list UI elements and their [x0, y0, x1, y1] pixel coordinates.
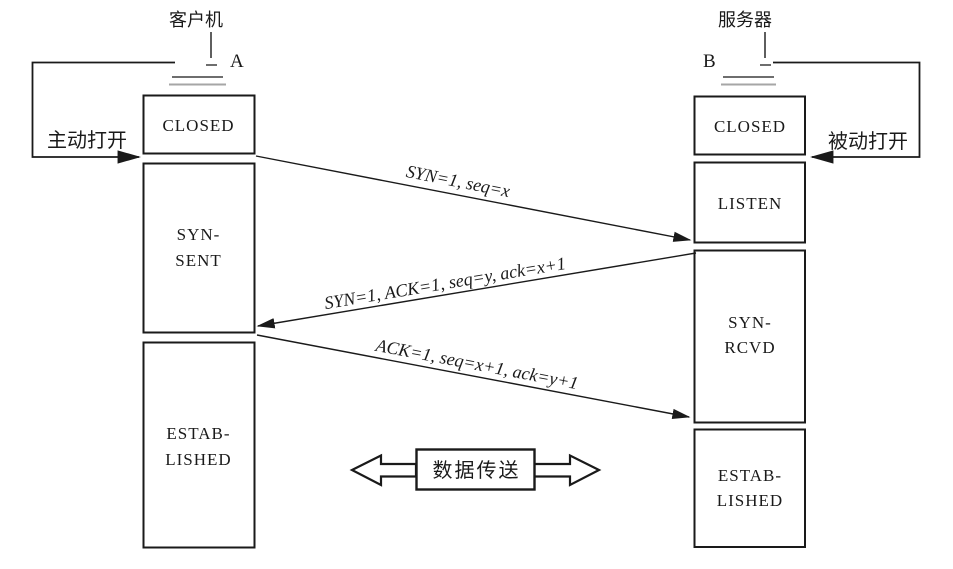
client-state-established-label: ESTAB-	[166, 424, 230, 443]
passive-open-label: 被动打开	[828, 130, 908, 153]
data-transfer-box	[415, 448, 536, 491]
active-open-wire	[31, 61, 175, 164]
syn-segment-arrow	[255, 155, 692, 242]
server-state-syn-rcvd-box	[693, 249, 806, 424]
ack-segment-label: ACK=1, seq=x+1, ack=y+1	[373, 335, 580, 393]
client-state-established-box	[142, 341, 256, 549]
server-host-letter: B	[703, 51, 716, 72]
client-state-established-label: LISHED	[165, 450, 231, 469]
server-state-syn-rcvd-label: SYN-	[728, 313, 772, 332]
server-state-syn-rcvd-label: RCVD	[724, 338, 775, 357]
passive-open-wire	[773, 61, 921, 164]
client-state-closed-box	[142, 94, 256, 155]
data-transfer-label: 数据传送	[433, 459, 521, 482]
server-state-listen-box	[693, 161, 806, 244]
server-title: 服务器	[718, 10, 772, 30]
ack-segment-arrow	[256, 334, 691, 419]
server-state-established-label: ESTAB-	[718, 466, 782, 485]
server-state-established-label: LISHED	[717, 491, 783, 510]
server-state-established-box	[693, 428, 806, 548]
data-transfer-left-arrow-icon	[349, 453, 418, 487]
client-host-letter: A	[230, 51, 244, 72]
syn-ack-segment-arrow	[256, 252, 697, 329]
client-state-syn-sent-label: SYN-	[177, 225, 221, 244]
client-state-closed-label: CLOSED	[162, 116, 234, 135]
client-state-syn-sent-label: SENT	[175, 251, 222, 270]
data-transfer-right-arrow-icon	[532, 453, 602, 487]
server-state-closed-box	[693, 95, 806, 156]
client-state-syn-sent-box	[142, 162, 256, 334]
server-state-listen-label: LISTEN	[718, 194, 783, 213]
active-open-label: 主动打开	[47, 129, 127, 152]
syn-ack-segment-label: SYN=1, ACK=1, seq=y, ack=x+1	[323, 253, 567, 313]
server-state-closed-label: CLOSED	[714, 117, 786, 136]
client-title: 客户机	[169, 10, 223, 30]
